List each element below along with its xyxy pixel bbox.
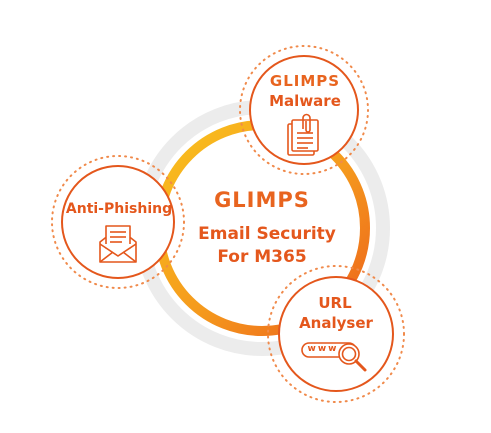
- envelope-letter-icon: [99, 225, 137, 263]
- malware-dotted-ring: [239, 45, 369, 175]
- url-www-text: www: [307, 344, 339, 354]
- url-search-icon: [301, 342, 367, 372]
- document-clip-icon: [287, 113, 319, 156]
- center-brand-logo: GLIMPS: [214, 188, 310, 212]
- center-title-line2: For M365: [217, 247, 307, 267]
- malware-brand-logo: GLIMPS: [269, 72, 341, 90]
- url-node: [278, 276, 394, 392]
- antiphishing-label: Anti-Phishing: [65, 201, 173, 217]
- antiphishing-dotted-ring: [51, 155, 185, 289]
- url-label-line1: URL: [318, 294, 352, 312]
- malware-label: Malware: [269, 92, 341, 110]
- url-dotted-ring: [267, 265, 405, 403]
- malware-node: [249, 55, 359, 165]
- url-label-line2: Analyser: [299, 314, 373, 332]
- center-title-line1: Email Security: [198, 224, 336, 244]
- antiphishing-node: [61, 165, 175, 279]
